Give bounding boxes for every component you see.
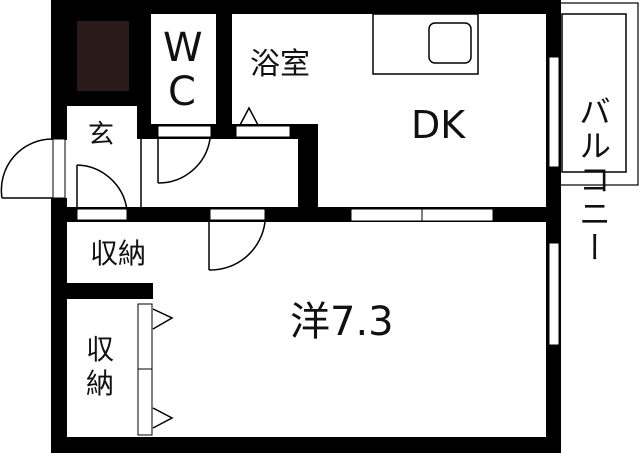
storage-upper-label: 収納 — [90, 237, 147, 270]
entrance-label: 玄 — [88, 120, 115, 150]
western-room-label: 洋7.3 — [290, 299, 394, 345]
storage-lower-label-1: 収 — [86, 333, 115, 366]
bath-label: 浴室 — [250, 47, 310, 82]
door-swings — [0, 138, 266, 271]
wc-label-c: C — [168, 69, 196, 115]
sliding-door-dk[interactable] — [350, 208, 494, 222]
balcony-label: バルコニー — [574, 95, 612, 265]
storage-doors[interactable] — [137, 303, 174, 436]
storage-lower-label-2: 納 — [86, 367, 115, 400]
shaft — [77, 21, 129, 91]
wc-label-w: W — [163, 25, 203, 71]
dk-label: DK — [411, 103, 466, 147]
bath-door-marker — [239, 106, 259, 126]
windows — [548, 56, 560, 346]
kitchen-counter — [372, 13, 479, 75]
